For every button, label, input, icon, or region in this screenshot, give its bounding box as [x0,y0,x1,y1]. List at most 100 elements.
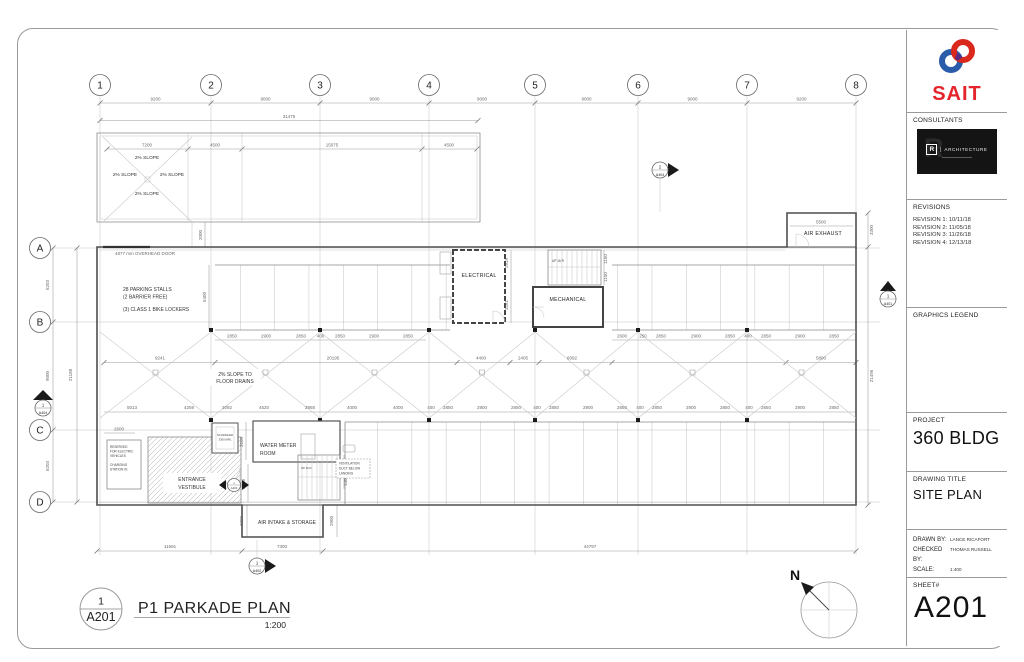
slope-label: 2% SLOPE [160,172,184,178]
grid-row-label: B [37,318,44,329]
dim-label: 2600 [114,427,125,432]
ventilation-note: VENTILATION DUCT BELOW LANDING [335,444,371,479]
marker-sheet: A404 [39,411,47,415]
dim-label: 20195 [327,356,340,361]
dim-label: 7300 [277,544,288,549]
north-label: N [790,567,800,583]
dim-label: 31475 [283,114,296,119]
dim-label: 5800 [816,356,827,361]
dim-label: 4500 [444,143,455,148]
vent-note: LANDING [339,472,354,476]
dim-label: 2850 [617,405,628,410]
dim-label: 1150 [603,254,608,264]
slope-drain-note: FLOOR DRAINS [216,379,254,385]
project-section: PROJECT 360 BLDG [907,413,1007,472]
parking-notes: 4877 mm OVERHEAD DOOR 28 PARKING STALLS … [115,251,190,313]
dim-label: 2000 [198,229,203,240]
revisions-section: REVISIONS REVISION 1: 10/11/18 REVISION … [907,200,1007,308]
dim-label: 2900 [686,405,697,410]
ev-parking-stall: RESERVED FOR ELECTRIC VEHICLES CHARGING … [106,427,142,490]
dim-label: 2850 [403,334,414,339]
dim-label: 2850 [549,405,560,410]
dim-label: 6203 [45,279,50,290]
sheet-number: A201 [914,591,989,624]
consultant-tagline-rule [942,157,972,158]
viewport-number: 1 [98,596,104,608]
vent-note: DUCT BELOW [339,467,360,471]
dim-label: 9000 [477,97,488,102]
grid-row-bubbles: A B C D [29,237,51,513]
dim-label: 2850 [720,405,731,410]
scale-label: SCALE: [913,567,935,573]
ev-note: VEHICLES [110,454,126,458]
mechanical-label: MECHANICAL [549,297,586,303]
up-note: UP 16 R [552,259,565,263]
dim-label: 9200 [150,97,161,102]
checked-by-label: CHECKED BY: [913,547,943,563]
dim-label: 2900 [477,405,488,410]
revision-entry: REVISION 2: 11/05/18 [913,224,971,231]
drawing-title-section: DRAWING TITLE SITE PLAN [907,472,1007,530]
electrical-label: ELECTRICAL [462,273,497,279]
dim-label: 2900 [329,515,334,526]
dim-label: 9200 [796,97,807,102]
logo-section: SAIT [907,30,1007,113]
sait-logo-icon [939,39,975,73]
dim-label: 9000 [45,370,50,381]
grid-col-label: 8 [853,81,859,92]
consultants-section: CONSULTANTS R R ARCHITECTURE [907,113,1007,200]
section-marker-left: 1 A404 [33,390,53,417]
consultant-watermark: R [924,133,944,163]
dim-label: 5013 [127,405,138,410]
consultant-logo-icon: R [926,144,938,155]
overhead-door-label: 4877 mm OVERHEAD DOOR [115,251,176,256]
section-marker-top: 2 A404 [651,161,679,212]
dim-label: 21188 [68,368,73,381]
dim-label: 3200 [239,515,244,526]
dim-label: 2919 [504,257,509,268]
dim-label: 2850 [227,334,238,339]
elevator-label: 3300 MRL [219,438,232,442]
marker-number: 1 [233,481,235,485]
water-room-label: ROOM [260,451,276,457]
parking-note: 28 PARKING STALLS [123,287,172,293]
grid-row-label: D [36,498,43,509]
dim-label: 9241 [155,356,166,361]
marker-sheet: A404 [656,173,664,177]
slope-label: 2% SLOPE [135,191,159,197]
air-exhaust-label: AIR EXHAUST [804,231,842,237]
ev-note: CHARGING [110,463,128,467]
drawing-meta-section: DRAWN BY: LANCE RICAFORT CHECKED BY: THO… [907,530,1007,578]
mechanical-room: MECHANICAL [532,286,604,328]
dim-label: 2405 [518,356,529,361]
plan-title: P1 PARKADE PLAN [138,600,291,617]
project-name: 360 BLDG [913,428,1000,448]
water-room-label: WATER METER [260,443,297,449]
dim-label: 2092 [222,405,233,410]
dim-label: 1400 [343,475,348,486]
dim-label: 2850 [511,405,522,410]
grid-row-label: A [37,244,44,255]
dim-labels-stalls: 2850 2900 2850 400 2850 2900 2850 2600 2… [227,334,840,339]
viewport-sheet: A201 [86,610,115,624]
note-backing [209,369,261,386]
air-intake-label: AIR INTAKE & STORAGE [258,520,317,526]
revision-entry: REVISION 3: 11/26/18 [913,232,971,239]
dim-label: 2850 [656,334,667,339]
dim-label: 2900 [261,334,272,339]
dim-label: 400 [533,405,541,410]
drawing-title-bar: 1 A201 P1 PARKADE PLAN 1:200 [79,587,291,631]
project-label: PROJECT [913,417,945,424]
electrical-room: ELECTRICAL 2919 3281 [439,249,509,324]
dim-label: 2600 [617,334,628,339]
dim-label: 3200 [239,436,244,447]
dim-label: 400 [744,334,752,339]
dim-label: 5400 [202,291,207,302]
dim-label: 2850 [335,334,346,339]
north-arrow: N [790,567,858,639]
air-exhaust-room: 5500 AIR EXHAUST [795,220,842,248]
grid-col-label: 7 [744,81,750,92]
dim-label: 2850 [761,334,772,339]
marker-number: 2 [659,165,662,170]
dim-label: 2850 [652,405,663,410]
